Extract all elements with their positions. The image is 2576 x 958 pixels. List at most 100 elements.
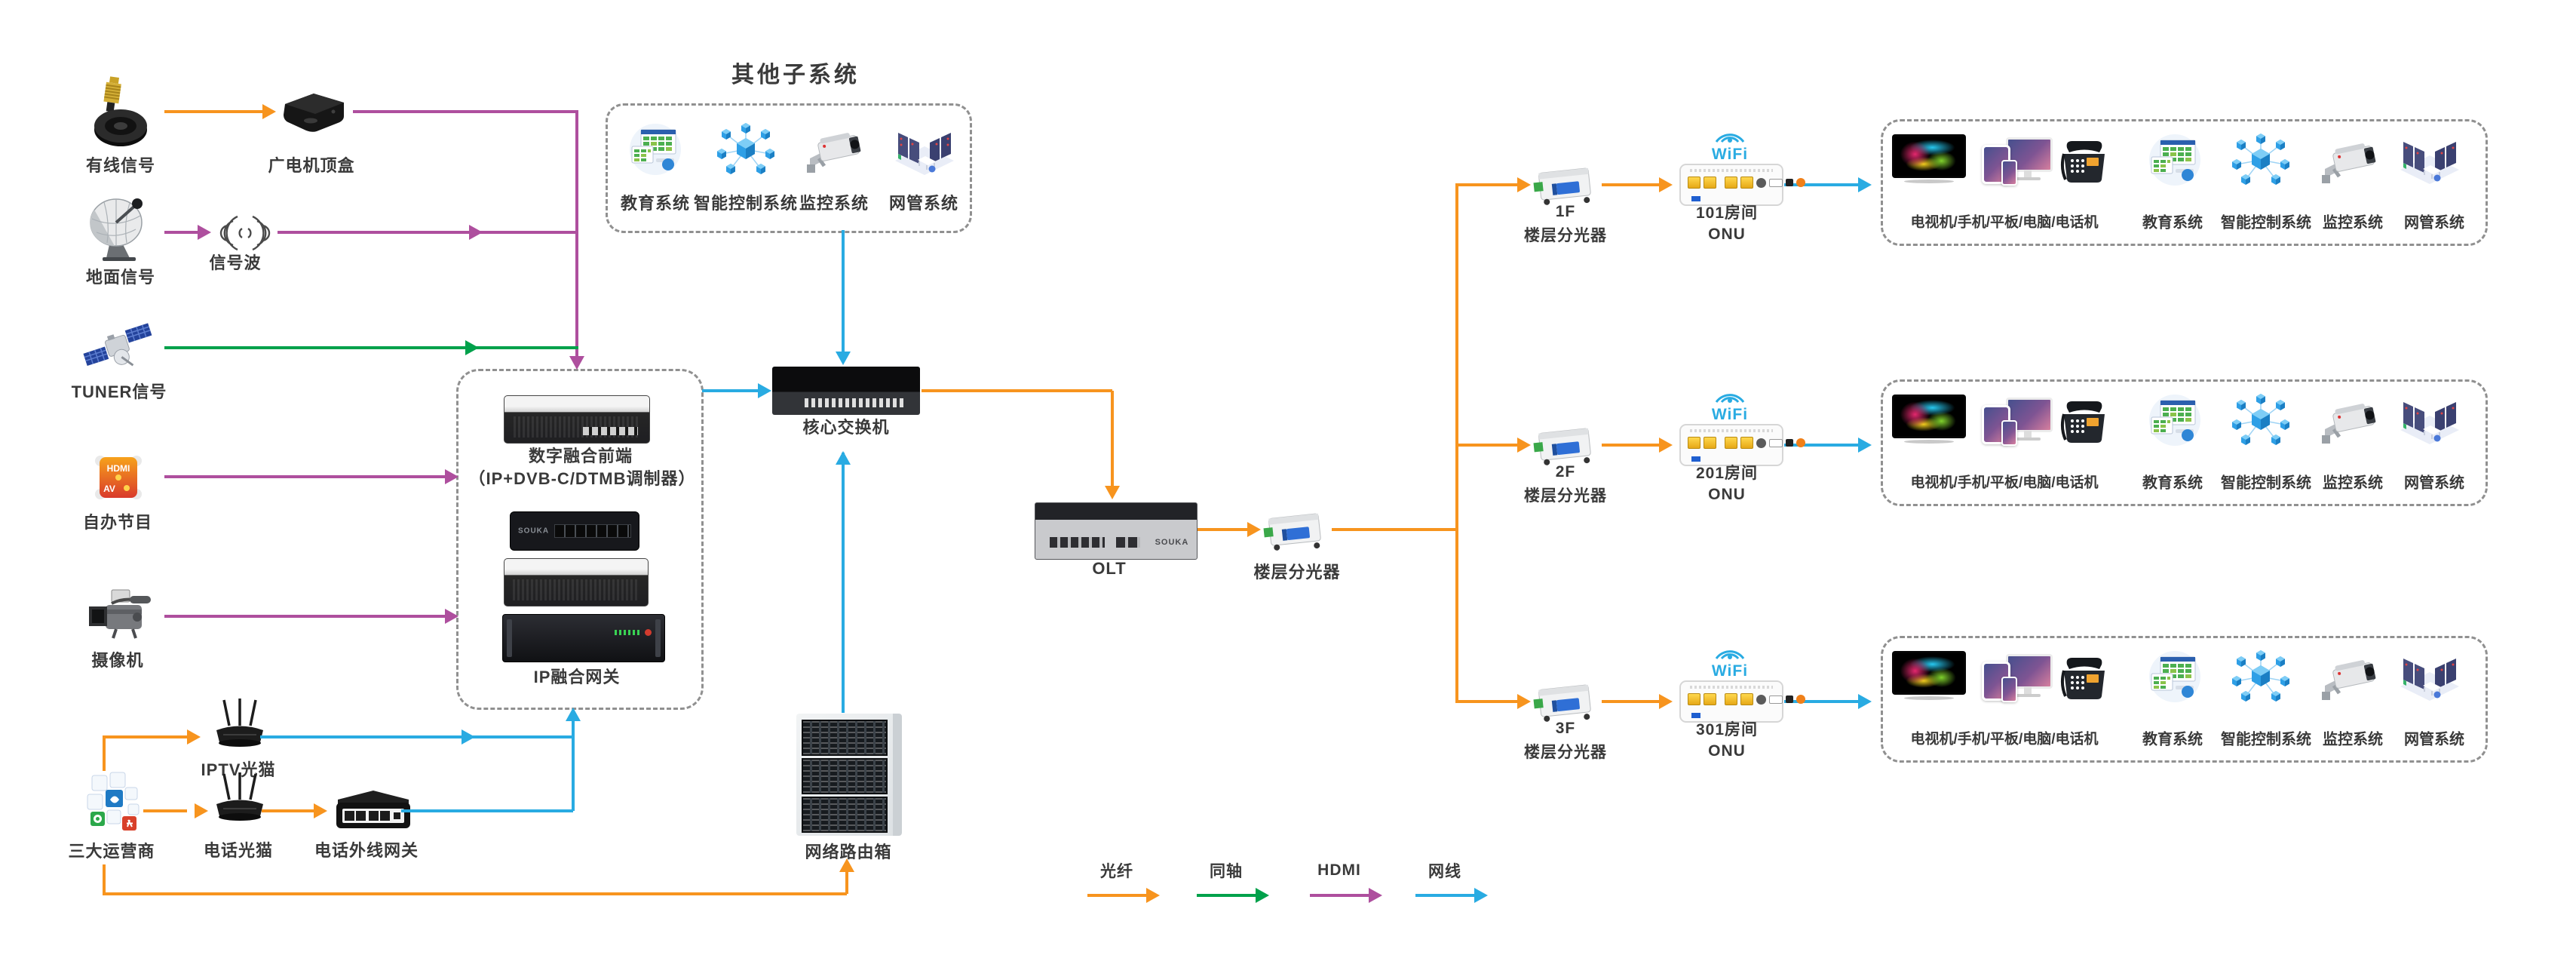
floor-splitter-label: 楼层分光器 [1524, 227, 1607, 244]
cabinet-row [802, 758, 888, 794]
onu-icon [1679, 164, 1805, 206]
terminal-group-box [1881, 379, 2488, 506]
connector-line [1602, 700, 1659, 703]
connector-line [103, 864, 106, 895]
floor-number-label: 2F [1555, 463, 1576, 481]
education-system-icon [2145, 649, 2204, 704]
connector-line [1457, 700, 1517, 703]
telephone-icon [2059, 137, 2109, 186]
terminal-network-mgmt-label: 网管系统 [2404, 474, 2464, 492]
floor-splitter-icon [1532, 420, 1599, 470]
connector-line [164, 615, 446, 618]
phone-gateway-icon [330, 788, 416, 834]
brand-text: SOUKA [518, 527, 550, 536]
smart-control-system-icon [716, 122, 776, 177]
floor-row-2f: 2F 楼层分光器 WiFi 201房间 ONU 电视机/手机/平板/电脑/ [0, 260, 2576, 532]
smart-control-system-icon [2231, 649, 2291, 704]
terminal-smart-control-label: 智能控制系统 [2221, 474, 2311, 492]
arrowhead [566, 708, 581, 721]
arrowhead [1105, 486, 1120, 499]
arrowhead [469, 225, 483, 240]
coax-cable-icon [89, 75, 152, 149]
connector-line [260, 735, 573, 738]
arrowhead [836, 451, 851, 465]
arrowhead [198, 225, 211, 240]
arrowhead [1247, 522, 1261, 537]
terminal-monitoring-label: 监控系统 [2323, 214, 2383, 232]
legend-fiber-line [1087, 894, 1146, 897]
hdmi-av-source-icon: HDMI AV [94, 451, 143, 504]
arrowhead [1517, 438, 1531, 453]
main-splitter-icon [1262, 505, 1329, 555]
connector-line [103, 735, 187, 738]
legend-coax-label: 同轴 [1210, 863, 1243, 880]
svg-text:AV: AV [103, 484, 115, 494]
education-system-icon [2145, 393, 2204, 447]
floor-splitter-icon [1532, 677, 1599, 726]
frontend-modulator-device [504, 395, 650, 444]
phone-gateway-label: 电话外线网关 [314, 841, 419, 860]
connector-line [164, 231, 198, 234]
room-label: 101房间 [1695, 204, 1759, 222]
arrowhead [758, 383, 771, 398]
floor-splitter-label: 楼层分光器 [1524, 744, 1607, 761]
wifi-icon: WiFi [1700, 646, 1760, 679]
set-top-box-icon [278, 91, 350, 134]
subsystem-network-mgmt-label: 网管系统 [888, 194, 959, 213]
connector-line [262, 809, 314, 812]
legend-coax-line [1197, 894, 1256, 897]
terminal-education-label: 教育系统 [2142, 731, 2203, 748]
terminal-devices-label: 电视机/手机/平板/电脑/电话机 [1910, 731, 2099, 748]
terminal-monitoring-label: 监控系统 [2323, 731, 2383, 748]
wifi-label: WiFi [1711, 406, 1749, 423]
core-switch-icon [772, 367, 920, 415]
cabinet-row [802, 797, 888, 833]
svg-text:HDMI: HDMI [107, 463, 130, 474]
terminal-devices-label: 电视机/手机/平板/电脑/电话机 [1910, 474, 2099, 491]
connector-line [103, 737, 106, 771]
terminal-smart-control-label: 智能控制系统 [2221, 731, 2311, 748]
terminal-smart-control-label: 智能控制系统 [2221, 214, 2311, 232]
signal-wave-label: 信号波 [209, 253, 262, 272]
network-mgmt-system-icon [2397, 645, 2462, 702]
connector-line [845, 872, 848, 894]
cctv-system-icon [2317, 398, 2382, 447]
connector-line [1457, 444, 1517, 447]
arrowhead [1517, 177, 1531, 192]
arrowhead [195, 803, 208, 818]
cable-signal-label: 有线信号 [85, 156, 156, 175]
floor-row-3f: 3F 楼层分光器 WiFi 301房间 ONU 电视机/手机/平板/电脑/ [0, 517, 2576, 788]
connector-line [1332, 528, 1457, 531]
floor-number-label: 3F [1555, 720, 1576, 737]
arrowhead [1858, 177, 1872, 192]
satellite-dish-icon [87, 195, 154, 263]
cctv-system-icon [2317, 654, 2382, 704]
connector-line [1784, 183, 1858, 186]
tv-icon [1892, 134, 1966, 183]
floor-row-1f: 1F 楼层分光器 WiFi 101房间 ONU 电视机/手机/平板/电脑/ [0, 0, 2576, 272]
connector-line [842, 230, 845, 352]
frontend-title-label: 数字融合前端 [528, 447, 633, 465]
arrowhead [462, 729, 475, 745]
connector-line [572, 737, 575, 811]
connector-line [922, 389, 1112, 392]
three-carriers-icon [83, 769, 148, 839]
cctv-system-icon [2317, 137, 2382, 187]
education-system-icon [2145, 133, 2204, 187]
arrowhead [836, 352, 851, 365]
devices-icon [1982, 652, 2053, 702]
iptv-modem-label: IPTV光猫 [201, 760, 276, 779]
frontend-subtitle-label: （IP+DVB-C/DTMB调制器） [468, 469, 696, 488]
stb-label: 广电机顶盒 [268, 156, 355, 175]
arrowhead [445, 609, 458, 624]
connector-line [1602, 183, 1659, 186]
network-mgmt-system-icon [2397, 388, 2462, 446]
smart-control-system-icon [2231, 393, 2291, 447]
onu-label: ONU [1708, 226, 1746, 243]
wifi-label: WiFi [1711, 146, 1749, 163]
phone-modem-label: 电话光猫 [203, 841, 274, 860]
connector-line [103, 892, 847, 895]
wifi-icon: WiFi [1700, 130, 1760, 162]
carriers-label: 三大运营商 [68, 842, 155, 861]
